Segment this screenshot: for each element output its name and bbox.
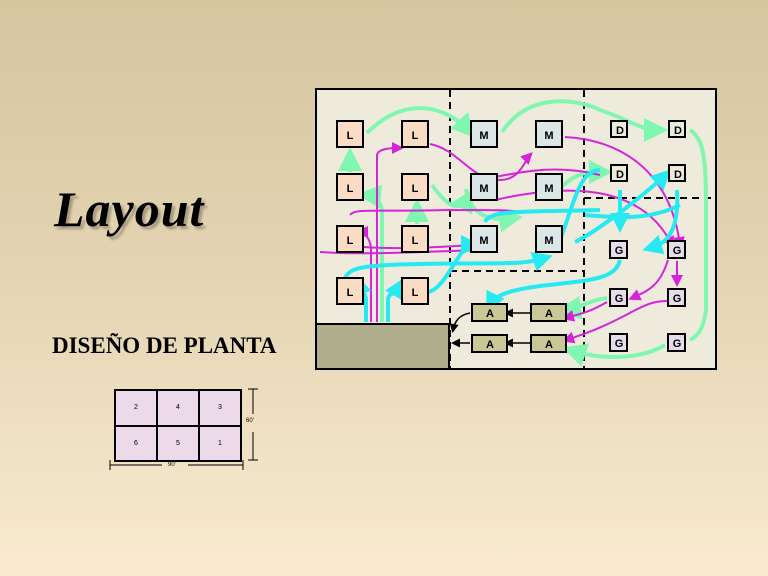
slide-title: Layout xyxy=(54,181,205,237)
block-cell: 4 xyxy=(157,390,199,426)
svg-text:A: A xyxy=(545,308,553,320)
svg-text:G: G xyxy=(673,245,682,257)
department-M[interactable]: M xyxy=(470,120,498,148)
department-G[interactable]: G xyxy=(667,288,686,307)
svg-text:L: L xyxy=(347,130,354,142)
department-L[interactable]: L xyxy=(401,225,429,253)
svg-text:G: G xyxy=(615,293,624,305)
department-G[interactable]: G xyxy=(609,333,628,352)
partition-lines xyxy=(449,90,715,368)
svg-text:G: G xyxy=(673,338,682,350)
svg-text:L: L xyxy=(347,183,354,195)
svg-text:M: M xyxy=(544,130,553,142)
department-L[interactable]: L xyxy=(336,173,364,201)
magenta-flows xyxy=(319,136,685,344)
svg-text:D: D xyxy=(616,169,624,181)
block-grid: 2 4 3 6 5 1 xyxy=(114,389,242,462)
department-M[interactable]: M xyxy=(535,225,563,253)
svg-text:A: A xyxy=(486,308,494,320)
department-M[interactable]: M xyxy=(535,173,563,201)
department-L[interactable]: L xyxy=(401,277,429,305)
svg-text:M: M xyxy=(479,183,488,195)
svg-text:M: M xyxy=(544,235,553,247)
department-L[interactable]: L xyxy=(336,225,364,253)
svg-text:D: D xyxy=(616,125,624,137)
slide-subtitle: DISEÑO DE PLANTA xyxy=(52,333,277,358)
svg-text:A: A xyxy=(545,339,553,351)
department-L[interactable]: L xyxy=(401,120,429,148)
mini-block-layout: 2 4 3 6 5 1 60' 90' xyxy=(100,380,270,470)
block-cell: 3 xyxy=(199,390,241,426)
block-cell: 5 xyxy=(157,425,199,461)
svg-text:M: M xyxy=(479,130,488,142)
svg-text:G: G xyxy=(615,245,624,257)
green-flows xyxy=(338,99,708,367)
department-G[interactable]: G xyxy=(667,333,686,352)
svg-text:L: L xyxy=(347,287,354,299)
department-A[interactable]: A xyxy=(471,303,508,322)
svg-text:L: L xyxy=(412,130,419,142)
block-cell: 6 xyxy=(115,425,157,461)
svg-text:M: M xyxy=(479,235,488,247)
department-D[interactable]: D xyxy=(668,164,686,182)
black-flows xyxy=(449,308,530,348)
department-D[interactable]: D xyxy=(610,164,628,182)
department-L[interactable]: L xyxy=(336,120,364,148)
department-M[interactable]: M xyxy=(470,225,498,253)
department-D[interactable]: D xyxy=(668,120,686,138)
department-D[interactable]: D xyxy=(610,120,628,138)
department-G[interactable]: G xyxy=(609,288,628,307)
department-A[interactable]: A xyxy=(530,303,567,322)
width-dimension-label: 90' xyxy=(168,462,176,468)
svg-text:G: G xyxy=(673,293,682,305)
dimension-lines xyxy=(109,388,258,470)
svg-text:A: A xyxy=(486,339,494,351)
svg-text:L: L xyxy=(412,183,419,195)
svg-text:L: L xyxy=(347,235,354,247)
svg-text:G: G xyxy=(615,338,624,350)
department-M[interactable]: M xyxy=(470,173,498,201)
department-M[interactable]: M xyxy=(535,120,563,148)
department-L[interactable]: L xyxy=(336,277,364,305)
svg-text:D: D xyxy=(674,125,682,137)
svg-text:D: D xyxy=(674,169,682,181)
department-G[interactable]: G xyxy=(609,240,628,259)
department-L[interactable]: L xyxy=(401,173,429,201)
department-A[interactable]: A xyxy=(530,334,567,353)
department-A[interactable]: A xyxy=(471,334,508,353)
svg-text:M: M xyxy=(544,183,553,195)
receiving-area xyxy=(315,323,450,370)
block-cell: 1 xyxy=(199,425,241,461)
svg-text:L: L xyxy=(412,287,419,299)
department-G[interactable]: G xyxy=(667,240,686,259)
block-cell: 2 xyxy=(115,390,157,426)
svg-text:L: L xyxy=(412,235,419,247)
height-dimension-label: 60' xyxy=(246,418,254,424)
